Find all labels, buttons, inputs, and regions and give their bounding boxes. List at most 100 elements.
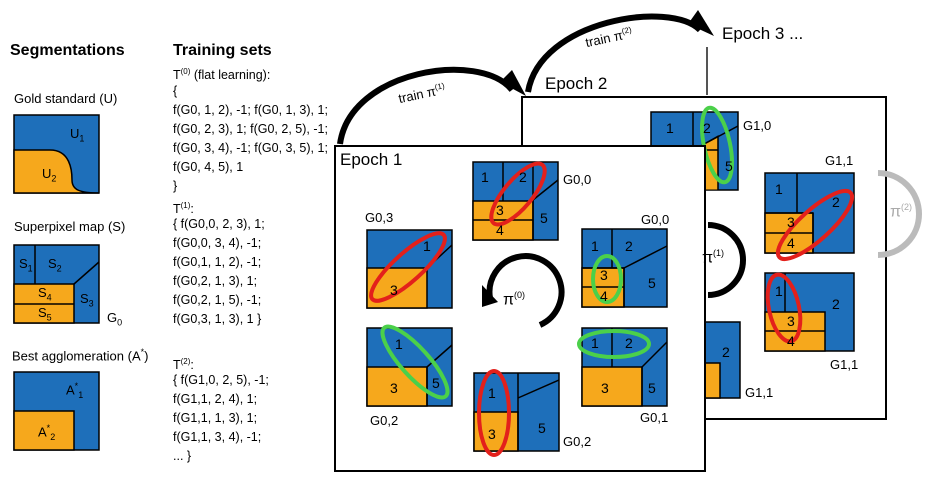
pi0-cycle [482,253,565,328]
training-sets-heading: Training sets [173,42,272,59]
node-g00t-2: 2 [519,169,527,185]
t0-line-5: } [173,179,178,193]
u1-label: U1 [70,126,85,144]
graph-g11-a [764,172,855,261]
node-g00r-2: 2 [625,238,633,254]
epoch-3-title: Epoch 3 ... [722,24,804,43]
node-g03-3: 3 [390,282,398,298]
train-arrow-1 [337,66,526,145]
node-g10-1: 1 [666,120,674,136]
pi1-arc [707,222,746,298]
graph-g02-left [366,324,453,407]
node-g11b-2: 2 [832,296,840,312]
t0-line-3: f(G0, 3, 4), -1; f(G0, 3, 5), 1; [173,141,328,155]
node-g10-5: 5 [725,158,733,174]
t1-line-2: f(G0,1, 1, 2), -1; [173,255,262,269]
gold-standard-label: Gold standard (U) [14,91,118,106]
best-agglomeration-map [13,371,100,451]
label-g11-mid: G1,1 [745,385,774,400]
label-g11-top: G1,1 [825,153,854,168]
node-g01-2: 2 [625,335,633,351]
node-g11a-4: 4 [787,235,795,251]
label-g11-bottom: G1,1 [830,357,859,372]
label-g10: G1,0 [743,118,772,133]
node-g11b-3: 3 [787,313,795,329]
graph-g01 [577,327,668,407]
node-g00t-4: 4 [496,222,504,238]
train-arrow-2 [525,10,714,93]
epoch-3-frame [706,46,945,369]
t2-line-4: ... } [173,449,192,463]
s3-label: S3 [80,291,94,309]
t1-line-5: f(G0,3, 1, 3), 1 } [173,312,262,326]
graph-g00-right [581,228,668,308]
node-g11b-1: 1 [775,283,783,299]
t0-line-1: f(G0, 1, 2), -1; f(G0, 1, 3), 1; [173,103,328,117]
label-g00-right: G0,0 [641,212,670,227]
label-g03: G0,3 [365,210,394,225]
t2-line-1: f(G1,1, 2, 4), 1; [173,392,258,406]
t1-line-4: f(G0,2, 1, 5), -1; [173,293,262,307]
pi2-label: π(2) [890,202,913,221]
node-g11a-3: 3 [787,214,795,230]
t1-heading: T(1): [173,201,194,217]
g0-label: G0 [107,310,123,328]
node-g10-2: 2 [703,120,711,136]
t2-heading: T(2): [173,357,194,373]
t1-line-3: f(G0,2, 1, 3), 1; [173,274,258,288]
a1-label: A*1 [66,381,84,400]
s1-label: S1 [19,256,33,274]
t2-line-2: f(G1,1, 1, 3), 1; [173,411,258,425]
node-g11b-4: 4 [787,333,795,349]
node-g02b-1: 1 [488,385,496,401]
label-g02-left: G0,2 [370,413,399,428]
node-g01-5: 5 [648,380,656,396]
graph-g11-b [764,272,855,352]
node-g01-1: 1 [591,335,599,351]
s4-label: S4 [38,285,52,303]
superpixel-map [13,244,100,324]
pi1-label: π(1) [702,248,725,267]
node-g02l-1: 1 [395,336,403,352]
epoch-1-title: Epoch 1 [340,150,403,169]
t0-line-4: f(G0, 4, 5), 1 [173,160,244,174]
pi2-arc [877,170,922,258]
node-g02l-3: 3 [390,380,398,396]
s5-label: S5 [38,305,52,323]
label-g02-bottom: G0,2 [563,434,592,449]
a2-label: A*2 [38,423,56,442]
node-g00t-5: 5 [540,210,548,226]
node-g02l-5: 5 [432,375,440,391]
node-g00r-4: 4 [600,288,608,304]
t1-line-1: f(G0,0, 3, 4), -1; [173,236,262,250]
t0-heading: T(0) (flat learning): [173,67,271,83]
node-g00t-3: 3 [496,202,504,218]
graph-g03 [366,229,453,309]
t0-line-0: { [173,84,178,98]
s2-label: S2 [48,256,62,274]
node-g00r-1: 1 [591,238,599,254]
label-g01: G0,1 [640,410,669,425]
node-g02b-3: 3 [488,426,496,442]
t2-line-0: { f(G1,0, 2, 5), -1; [173,373,269,387]
node-g01-3: 3 [601,380,609,396]
best-agglomeration-label: Best agglomeration (A*) [12,347,149,364]
node-g11a-2: 2 [832,194,840,210]
t0-line-2: f(G0, 2, 3), 1; f(G0, 2, 5), -1; [173,122,328,136]
node-g11a-1: 1 [775,181,783,197]
segmentations-heading: Segmentations [10,42,125,59]
node-g02b-5: 5 [538,420,546,436]
node-g00r-5: 5 [648,275,656,291]
graph-g00-top [472,161,559,241]
node-g00t-1: 1 [481,169,489,185]
pi0-label: π(0) [503,290,526,309]
epoch-2-title: Epoch 2 [545,74,608,93]
u2-label: U2 [42,166,57,184]
node-g03-1: 1 [423,238,431,254]
graph-g02-bottom [473,369,560,457]
node-g11c-2: 2 [722,344,730,360]
gold-standard-map [13,114,100,194]
t2-line-3: f(G1,1, 3, 4), -1; [173,430,262,444]
label-g00-top: G0,0 [563,172,592,187]
